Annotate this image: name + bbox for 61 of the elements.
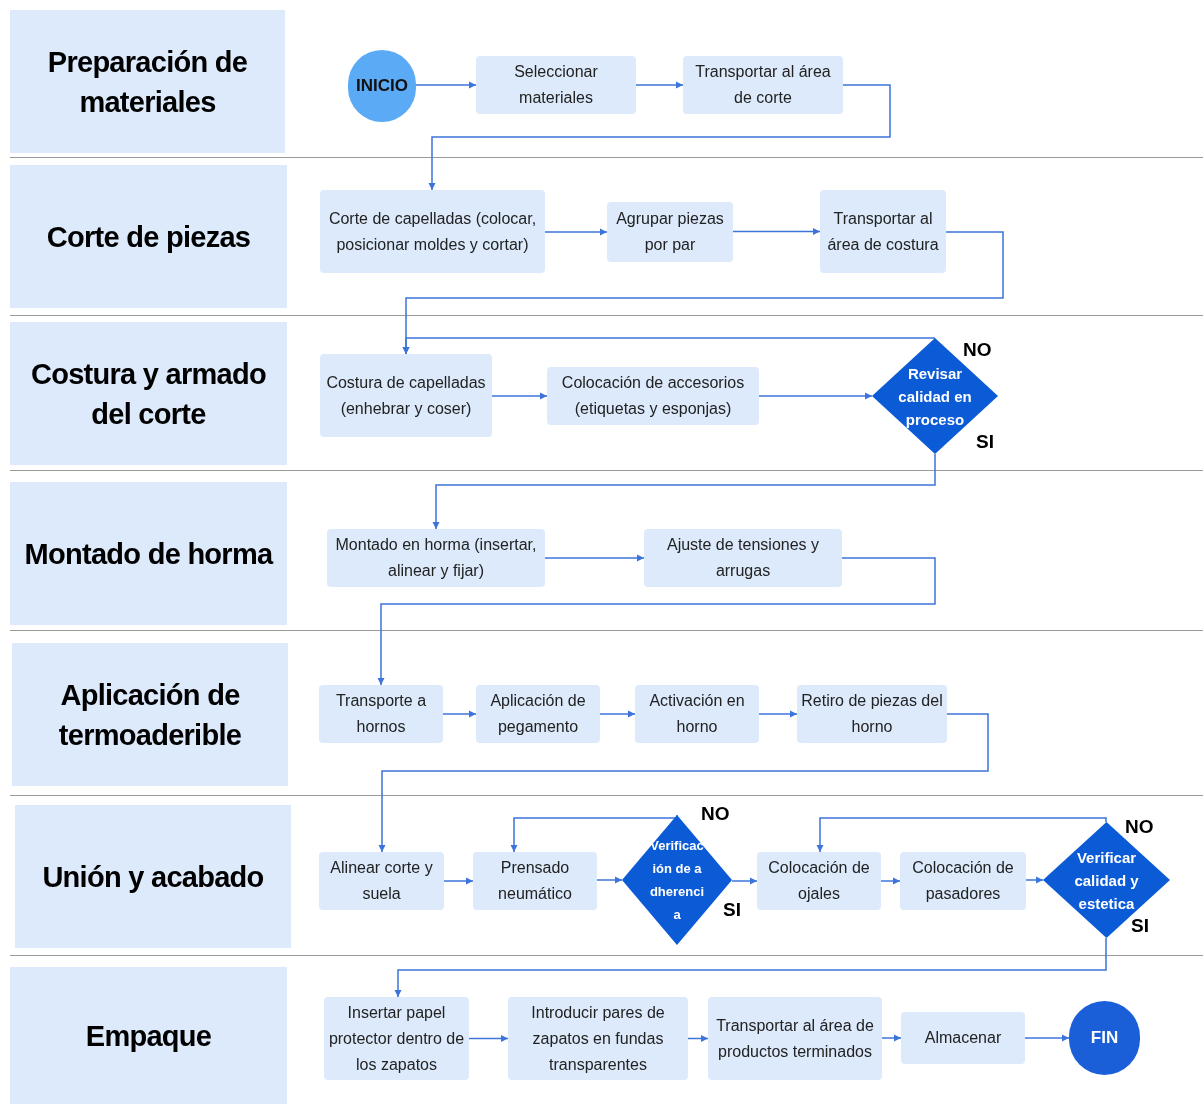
arrow — [731, 877, 758, 885]
process-box: Agrupar piezas por par — [607, 202, 733, 262]
process-box: Transporte a hornos — [319, 685, 443, 743]
process-box: Colocación de pasadores — [900, 852, 1026, 910]
arrow — [402, 337, 936, 355]
edge-label: NO — [962, 340, 993, 359]
arrow — [758, 710, 798, 718]
process-box: Seleccionar materiales — [476, 56, 636, 114]
arrow — [816, 817, 1107, 853]
process-box: Colocación de accesorios (etiquetas y esponjas) — [547, 367, 759, 425]
process-box: Corte de capelladas (colocar, posicionar moldes y cortar) — [320, 190, 545, 273]
arrow — [428, 84, 891, 191]
process-box: Almacenar — [901, 1012, 1025, 1064]
arrow — [596, 876, 623, 884]
arrow — [394, 937, 1107, 998]
arrow — [687, 1035, 709, 1042]
edge-label: SI — [975, 432, 995, 451]
lane-header: Corte de piezas — [10, 165, 287, 308]
arrow — [880, 877, 901, 885]
process-box: Insertar papel protector dentro de los zapatos — [324, 997, 469, 1080]
process-box: Transportar al área de costura — [820, 190, 946, 273]
arrow — [635, 81, 684, 89]
arrow — [415, 81, 477, 89]
arrow — [377, 557, 936, 686]
edge-label: SI — [1130, 916, 1150, 935]
lane-header: Unión y acabado — [15, 805, 291, 948]
arrow — [378, 713, 989, 853]
lane-header: Costura y armado del corte — [10, 322, 287, 465]
process-box: Retiro de piezas del horno — [797, 685, 947, 743]
process-box: Ajuste de tensiones y arrugas — [644, 529, 842, 587]
arrow — [599, 710, 636, 718]
process-box: Alinear corte y suela — [319, 852, 444, 910]
process-box: Prensado neumático — [473, 852, 597, 910]
arrow — [1024, 1034, 1070, 1042]
arrow — [510, 814, 678, 853]
edge-label: NO — [1124, 817, 1155, 836]
process-box: Colocación de ojales — [757, 852, 881, 910]
process-box: Transportar al área de corte — [683, 56, 843, 114]
lane-header: Montado de horma — [10, 482, 287, 625]
edge-label: NO — [700, 804, 731, 823]
edge-label: SI — [722, 900, 742, 919]
arrow — [468, 1035, 509, 1042]
arrow — [1025, 876, 1044, 884]
arrow — [758, 392, 873, 400]
arrow — [544, 228, 608, 236]
arrow — [432, 453, 936, 530]
lane-header: Preparación de materiales — [10, 10, 285, 153]
lane-header: Aplicación de termoaderible — [12, 643, 288, 786]
process-box: Activación en horno — [635, 685, 759, 743]
process-box: Aplicación de pegamento — [476, 685, 600, 743]
process-box: Montado en horma (insertar, alinear y fijar) — [327, 529, 545, 587]
lane-header: Empaque — [10, 967, 287, 1104]
arrow — [732, 228, 821, 235]
process-box: Transportar al área de productos terminados — [708, 997, 882, 1080]
arrow — [442, 710, 477, 718]
process-box: Introducir pares de zapatos en fundas transparentes — [508, 997, 688, 1080]
arrow — [443, 877, 474, 885]
arrow — [491, 392, 548, 400]
arrow — [881, 1034, 902, 1042]
arrow — [544, 554, 645, 562]
process-box: Costura de capelladas (enhebrar y coser) — [320, 354, 492, 437]
